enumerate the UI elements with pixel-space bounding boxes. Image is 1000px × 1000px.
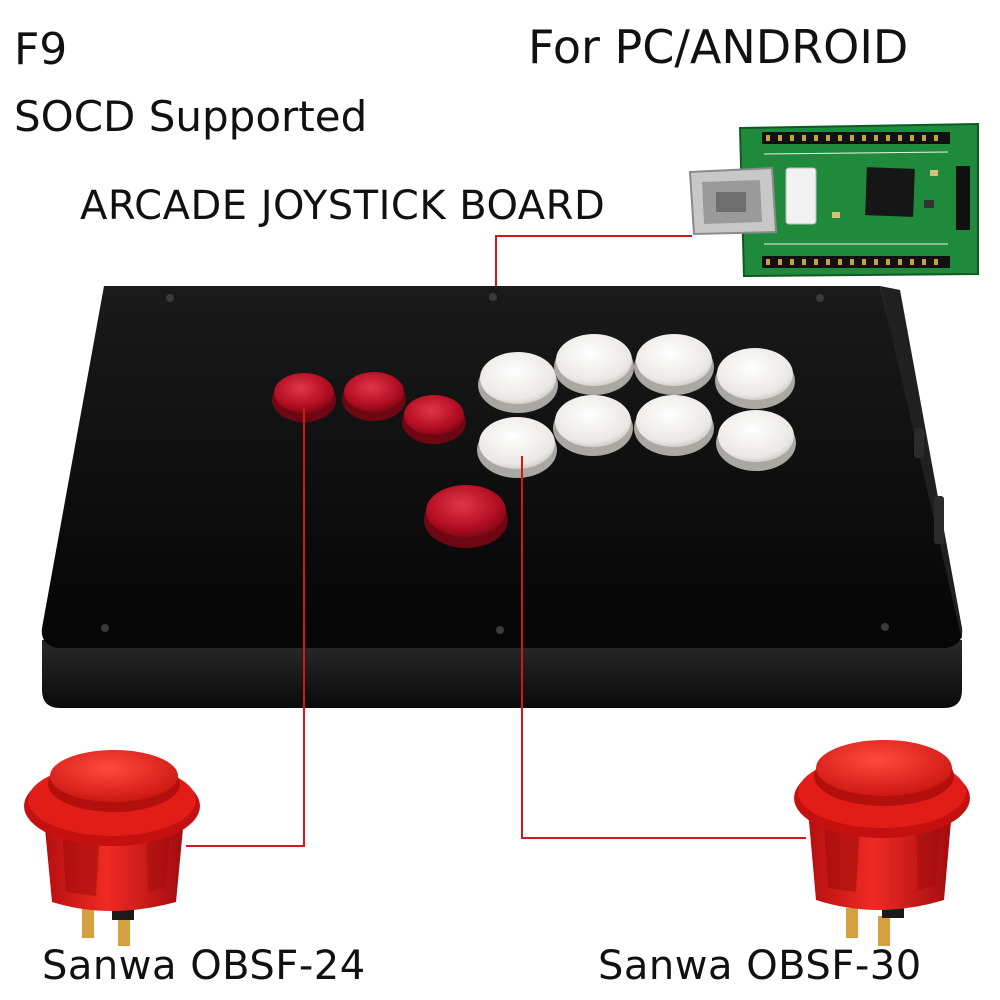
red-button — [342, 372, 406, 421]
white-button — [634, 334, 714, 395]
joystick-pcb — [688, 122, 979, 278]
socd-label: SOCD Supported — [14, 92, 368, 141]
red-button-large — [424, 485, 508, 548]
screw-icon — [101, 624, 109, 632]
red-button — [272, 373, 336, 422]
white-button — [715, 348, 795, 409]
board-label: ARCADE JOYSTICK BOARD — [80, 183, 606, 229]
screw-icon — [166, 294, 174, 302]
sanwa-obsf-24-caption: Sanwa OBSF-24 — [42, 943, 366, 989]
platform-label: For PC/ANDROID — [528, 20, 909, 74]
red-button — [402, 395, 466, 444]
white-button — [634, 395, 714, 456]
white-button — [478, 352, 558, 413]
sanwa-obsf-24-button — [24, 750, 200, 946]
white-button — [553, 395, 633, 456]
screw-icon — [496, 626, 504, 634]
arcade-case — [41, 286, 963, 708]
model-label: F9 — [14, 24, 68, 75]
white-button — [477, 417, 557, 478]
white-button — [554, 334, 634, 395]
white-button — [716, 410, 796, 471]
sanwa-obsf-30-button — [794, 740, 970, 946]
screw-icon — [881, 623, 889, 631]
screw-icon — [489, 293, 497, 301]
callout-lines — [186, 235, 806, 847]
screw-icon — [816, 294, 824, 302]
sanwa-obsf-30-caption: Sanwa OBSF-30 — [598, 943, 922, 989]
